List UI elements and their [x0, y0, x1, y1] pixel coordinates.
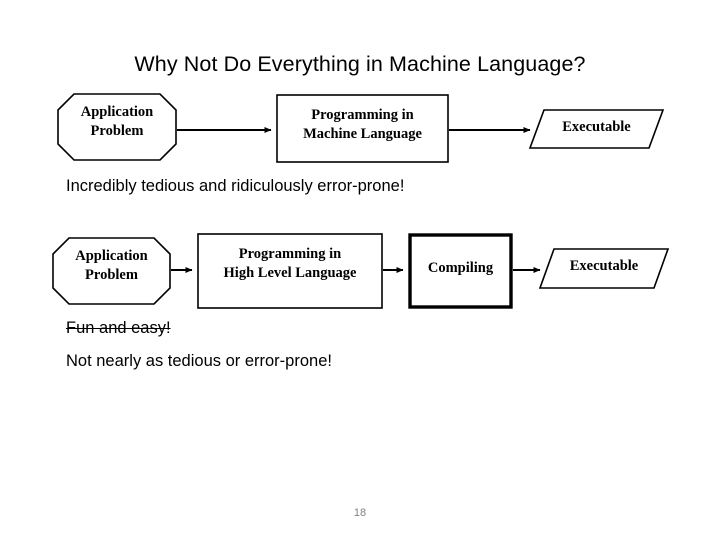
node-label-application-problem-1: Application Problem [58, 103, 176, 141]
caption-high-level-benefit: Not nearly as tedious or error-prone! [66, 352, 332, 370]
node-label-programming-machine-language: Programming in Machine Language [277, 106, 448, 144]
node-label-line: Machine Language [303, 125, 422, 142]
caption-fun-and-easy-struck: Fun and easy! [66, 319, 171, 337]
node-label-line: Executable [562, 119, 631, 135]
node-label-line: High Level Language [223, 264, 357, 281]
node-label-line: Application [80, 104, 154, 120]
node-label-line: Programming in [311, 107, 414, 123]
node-label-line: Programming in [238, 246, 342, 262]
node-label-line: Compiling [427, 260, 494, 276]
page-number: 18 [353, 507, 367, 519]
node-label-programming-high-level-language: Programming in High Level Language [198, 245, 382, 283]
node-label-line: Executable [569, 258, 639, 274]
caption-machine-language-drawback: Incredibly tedious and ridiculously erro… [66, 177, 405, 195]
node-label-compiling: Compiling [409, 260, 512, 278]
node-label-application-problem-2: Application Problem [53, 247, 170, 285]
node-label-line: Application [75, 248, 148, 264]
page-title: Why Not Do Everything in Machine Languag… [134, 52, 586, 76]
node-label-line: Problem [85, 266, 138, 283]
node-label-line: Problem [90, 122, 144, 139]
node-label-executable-1: Executable [530, 119, 663, 137]
node-label-executable-2: Executable [540, 258, 668, 276]
